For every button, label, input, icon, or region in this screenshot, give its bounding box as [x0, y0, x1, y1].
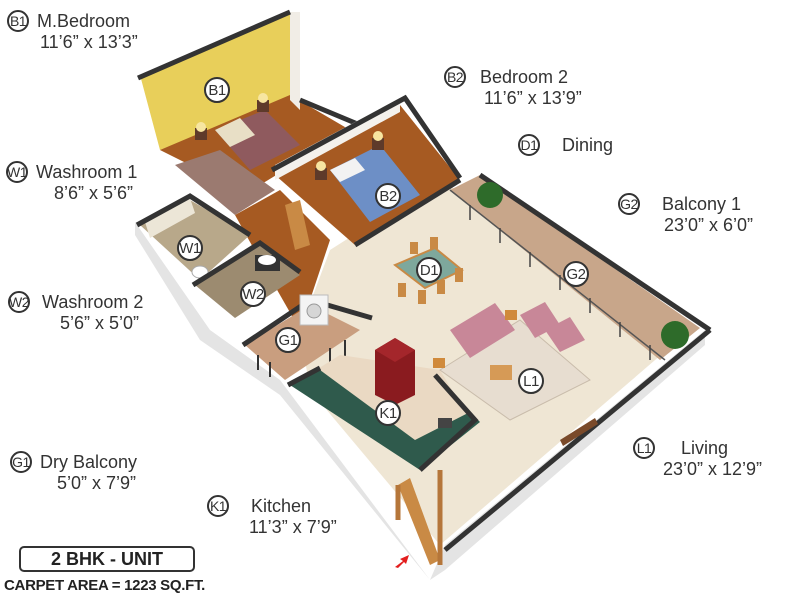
room-size: 11’6” x 13’9” — [484, 88, 582, 108]
armchair-2 — [545, 317, 585, 352]
legend-l1: L1 Living 23’0” x 12’9” — [633, 437, 762, 480]
room-name: Dry Balcony — [40, 451, 138, 472]
legend-b1: B1 M.Bedroom 11’6” x 13’3” — [7, 10, 138, 53]
legend-d1: D1 Dining — [518, 134, 613, 156]
room-size: 5’0” x 7’9” — [57, 473, 137, 493]
room-size: 5’6” x 5’0” — [60, 313, 140, 333]
b1-side-wall — [290, 12, 300, 110]
room-size: 11’3” x 7’9” — [249, 517, 337, 537]
room-badge: W1 — [6, 161, 28, 183]
unit-title-box: 2 BHK - UNIT — [19, 546, 195, 572]
g1-floor — [245, 305, 360, 380]
plan-tag-l1: L1 — [518, 368, 544, 394]
room-badge: B2 — [444, 66, 466, 88]
legend-k1: K1 Kitchen 11’3” x 7’9” — [207, 495, 337, 538]
room-size: 11’6” x 13’3” — [40, 32, 138, 52]
main-door — [398, 478, 440, 565]
room-size: 23’0” x 6’0” — [664, 215, 754, 235]
plan-tag-w2: W2 — [240, 281, 266, 307]
carpet-area: CARPET AREA = 1223 SQ.FT. — [4, 577, 206, 594]
plan-tag-g1: G1 — [275, 327, 301, 353]
room-name: Kitchen — [251, 495, 312, 516]
room-badge: G2 — [618, 193, 640, 215]
room-badge: G1 — [10, 451, 32, 473]
plan-tag-g2: G2 — [563, 261, 589, 287]
room-name: Washroom 2 — [42, 291, 144, 312]
room-badge: B1 — [7, 10, 29, 32]
plan-tag-d1: D1 — [416, 257, 442, 283]
legend-w2: W2 Washroom 2 5’6” x 5’0” — [8, 291, 143, 334]
room-name: Bedroom 2 — [480, 66, 569, 87]
plan-tag-w1: W1 — [177, 235, 203, 261]
plan-tag-b2: B2 — [375, 183, 401, 209]
room-badge: L1 — [633, 437, 655, 459]
room-name: Balcony 1 — [662, 193, 742, 214]
legend-b2: B2 Bedroom 2 11’6” x 13’9” — [444, 66, 582, 109]
sofa — [450, 303, 515, 358]
room-size: 23’0” x 12’9” — [663, 459, 763, 479]
plan-tag-k1: K1 — [375, 400, 401, 426]
room-badge: K1 — [207, 495, 229, 517]
legend-g2: G2 Balcony 1 23’0” x 6’0” — [618, 193, 753, 236]
room-name: Dining — [562, 134, 614, 155]
legend-w1: W1 Washroom 1 8’6” x 5’6” — [6, 161, 137, 204]
plan-tag-b1: B1 — [204, 77, 230, 103]
room-name: M.Bedroom — [37, 10, 131, 31]
room-name: Washroom 1 — [36, 161, 138, 182]
entrance-arrow-icon — [395, 555, 409, 568]
room-name: Living — [681, 437, 729, 458]
room-badge: D1 — [518, 134, 540, 156]
room-badge: W2 — [8, 291, 30, 313]
unit-title: 2 BHK - UNIT — [51, 548, 163, 569]
room-size: 8’6” x 5’6” — [54, 183, 134, 203]
legend-g1: G1 Dry Balcony 5’0” x 7’9” — [10, 451, 137, 494]
